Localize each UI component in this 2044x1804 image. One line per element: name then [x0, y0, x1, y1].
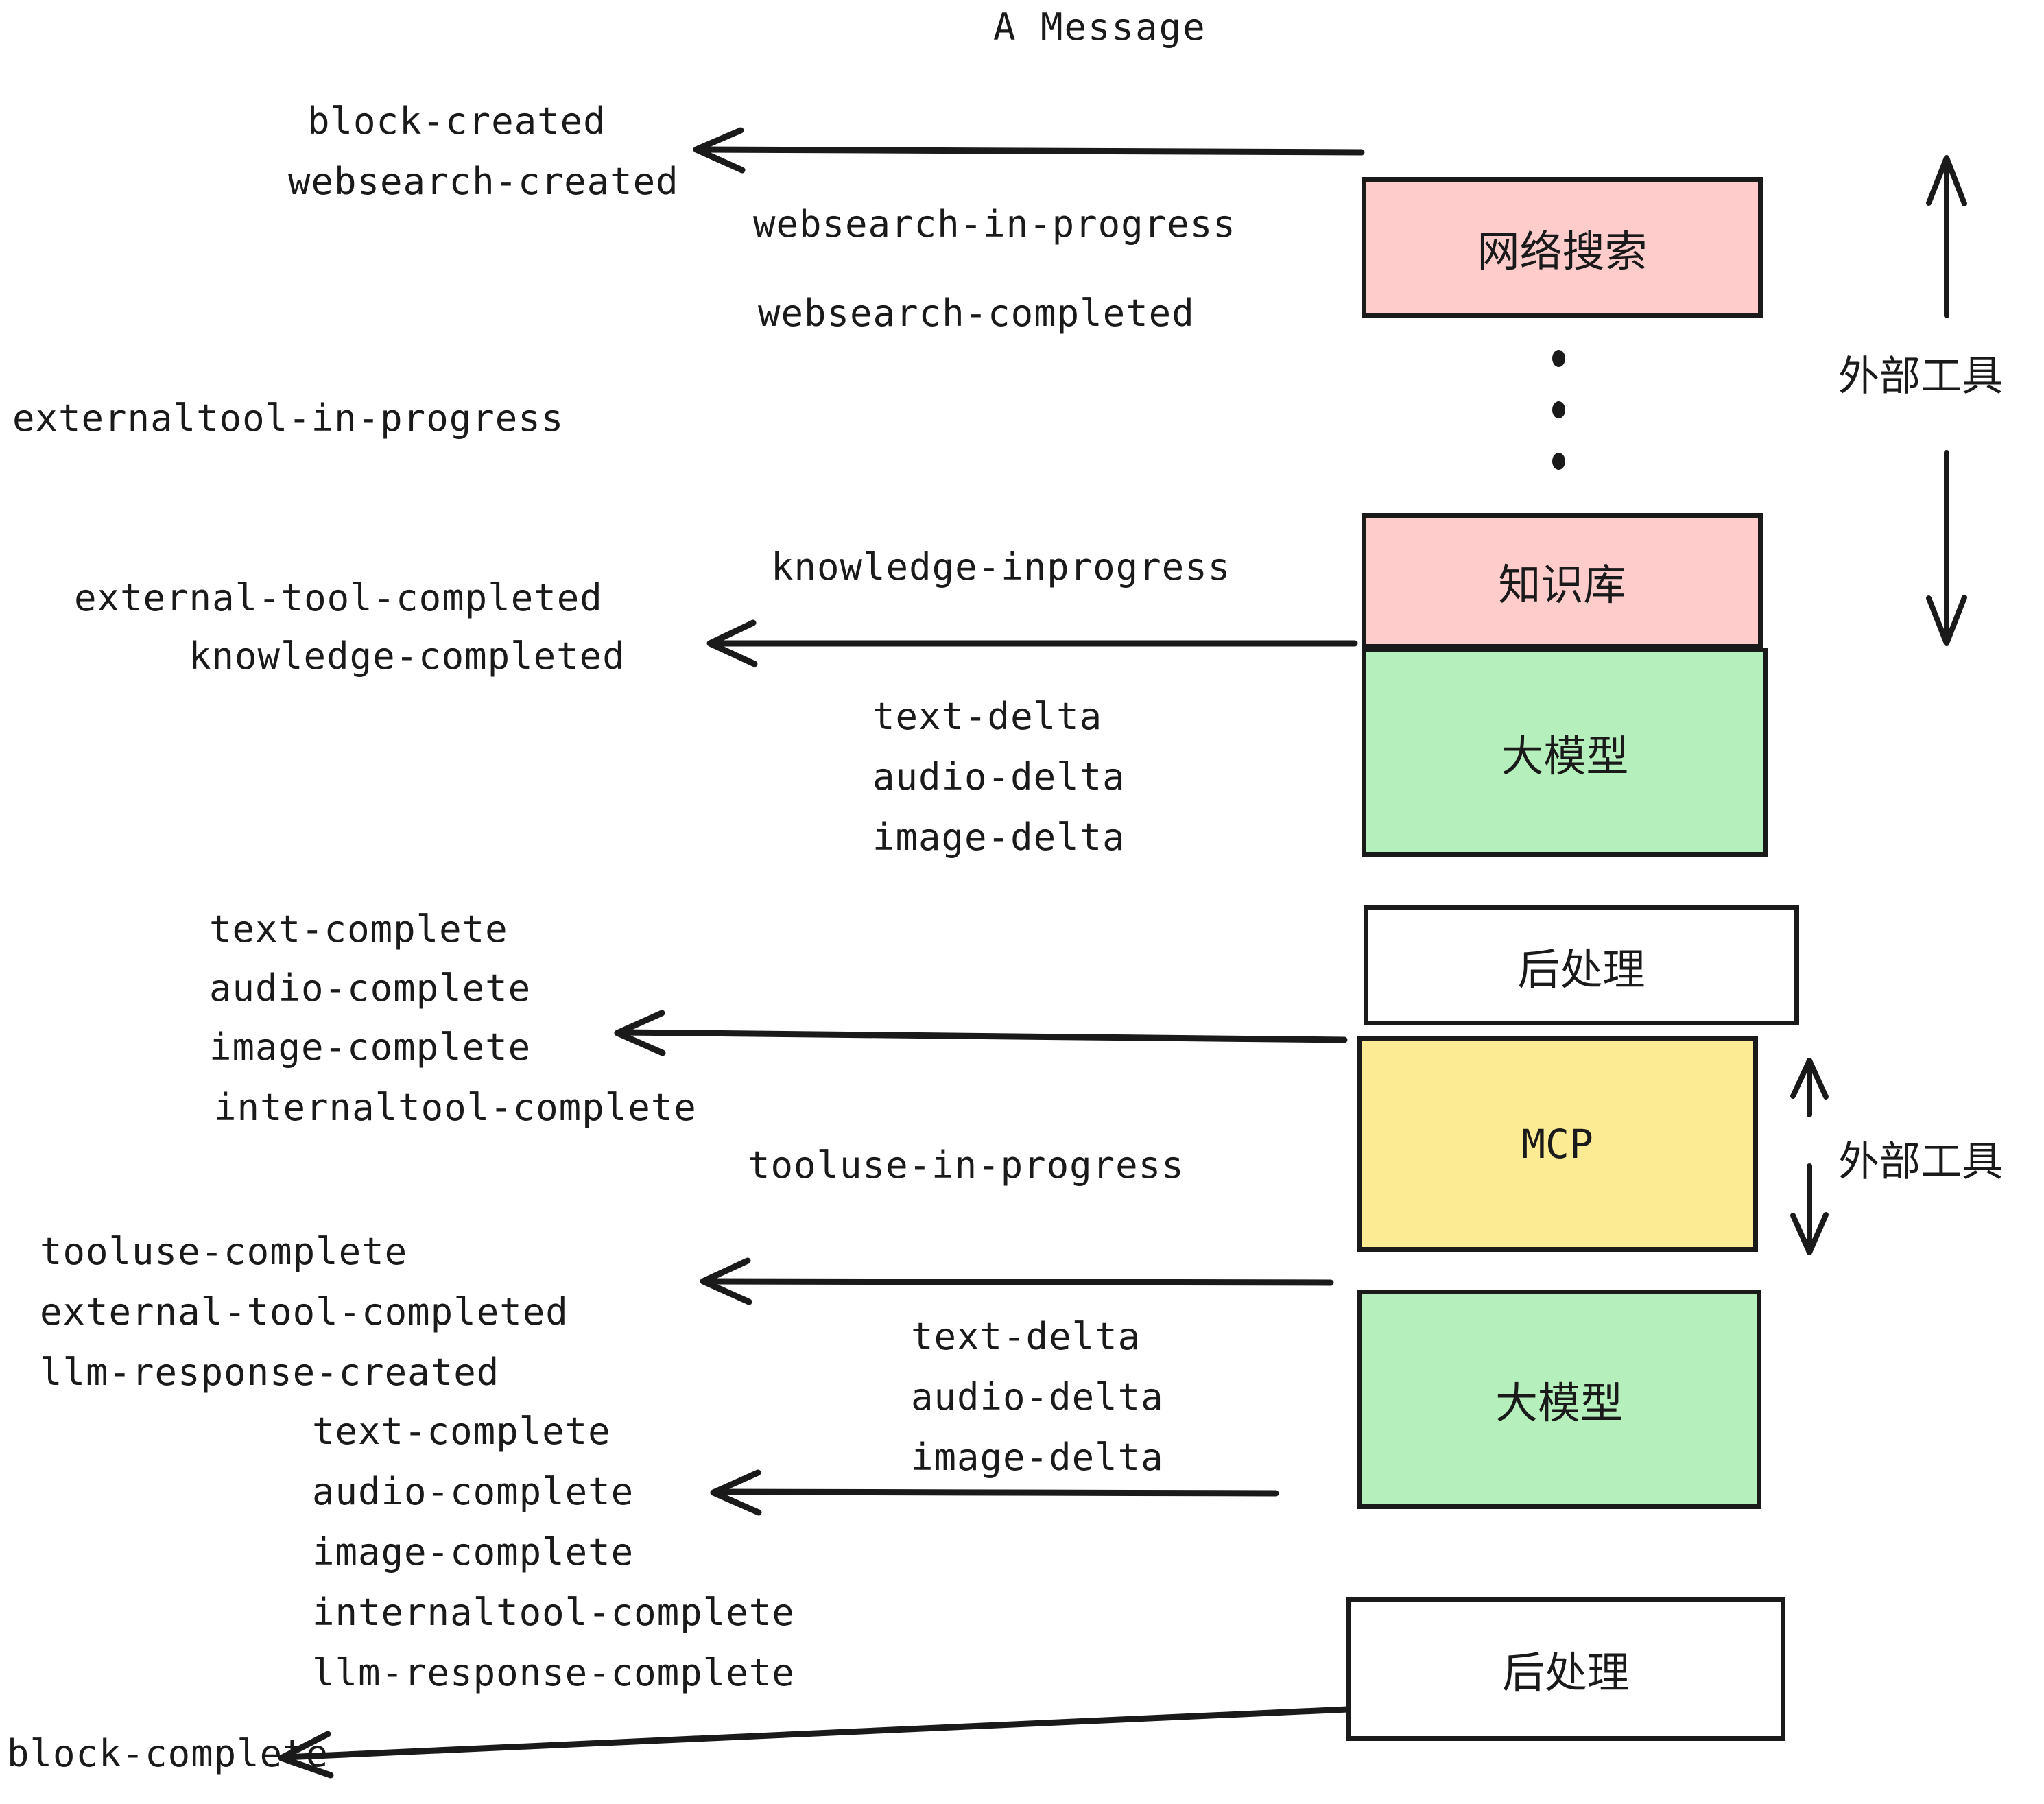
event-text-complete-1: text-complete — [209, 907, 508, 951]
event-audio-delta-2: audio-delta — [911, 1375, 1164, 1419]
event-websearch-in-progress: websearch-in-progress — [753, 202, 1236, 246]
box-websearch[interactable]: 网络搜索 — [1362, 177, 1763, 318]
event-block-complete: block-complete — [7, 1732, 329, 1775]
event-text-delta-1: text-delta — [872, 695, 1103, 738]
event-llm-response-complete: llm-response-complete — [312, 1651, 795, 1694]
side-label-external-tools-bottom: 外部工具 — [1838, 1138, 2003, 1186]
side-label-external-tools-top: 外部工具 — [1838, 353, 2003, 401]
event-websearch-completed: websearch-completed — [758, 292, 1195, 335]
box-mcp-label: MCP — [1521, 1120, 1593, 1167]
event-websearch-created: websearch-created — [288, 160, 679, 203]
box-mcp[interactable]: MCP — [1357, 1036, 1758, 1252]
event-knowledge-inprogress: knowledge-inprogress — [771, 545, 1231, 589]
arrow-websearch-to-block-created — [693, 127, 1365, 174]
box-knowledge[interactable]: 知识库 — [1362, 513, 1763, 649]
arrow-mcp-to-tooluse-complete — [700, 1257, 1334, 1305]
event-internaltool-complete-2: internaltool-complete — [312, 1591, 795, 1634]
arrow-knowledge-to-knowledge-completed — [706, 619, 1358, 667]
event-image-complete-1: image-complete — [209, 1025, 532, 1069]
event-image-delta-2: image-delta — [911, 1436, 1164, 1479]
box-postprocess-1[interactable]: 后处理 — [1364, 905, 1799, 1025]
event-text-complete-2: text-complete — [312, 1410, 611, 1453]
event-knowledge-completed: knowledge-completed — [189, 634, 626, 678]
arrow-postprocess-to-image-complete — [614, 1010, 1348, 1056]
event-block-created: block-created — [307, 99, 606, 143]
box-llm-2-label: 大模型 — [1495, 1378, 1623, 1428]
ellipsis-dot-2 — [1552, 401, 1565, 418]
event-tooluse-complete: tooluse-complete — [40, 1230, 408, 1273]
event-tooluse-in-progress: tooluse-in-progress — [748, 1143, 1185, 1187]
event-audio-complete-1: audio-complete — [209, 966, 532, 1010]
box-llm-2[interactable]: 大模型 — [1357, 1290, 1761, 1509]
event-image-complete-2: image-complete — [312, 1530, 634, 1574]
box-websearch-label: 网络搜索 — [1477, 226, 1648, 276]
event-llm-response-created: llm-response-created — [40, 1351, 500, 1394]
event-external-tool-completed-2: external-tool-completed — [40, 1290, 569, 1333]
box-postprocess-2-label: 后处理 — [1501, 1648, 1630, 1698]
event-audio-complete-2: audio-complete — [312, 1470, 634, 1513]
box-knowledge-label: 知识库 — [1498, 560, 1626, 610]
box-postprocess-1-label: 后处理 — [1517, 944, 1645, 995]
event-text-delta-2: text-delta — [911, 1315, 1141, 1358]
event-internaltool-complete-1: internaltool-complete — [214, 1086, 697, 1129]
ellipsis-dot-1 — [1552, 350, 1565, 367]
bracket-external-tools-bottom — [1790, 1058, 1829, 1255]
diagram-title: A Message — [993, 5, 1207, 49]
event-audio-delta-1: audio-delta — [872, 755, 1126, 798]
ellipsis-dot-3 — [1552, 453, 1565, 470]
event-image-delta-1: image-delta — [872, 816, 1126, 859]
event-external-tool-completed-1: external-tool-completed — [74, 576, 603, 619]
box-postprocess-2[interactable]: 后处理 — [1346, 1597, 1785, 1741]
event-externaltool-in-progress: externaltool-in-progress — [12, 396, 565, 440]
box-llm-1[interactable]: 大模型 — [1362, 648, 1768, 857]
arrow-postprocess-to-block-complete — [278, 1706, 1351, 1779]
box-llm-1-label: 大模型 — [1501, 731, 1629, 781]
